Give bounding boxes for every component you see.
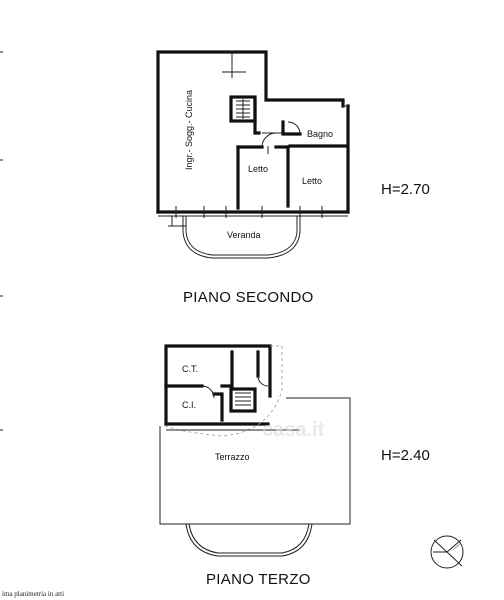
footer-note: ima planimetria in atti — [2, 590, 64, 598]
third-floor-height: H=2.40 — [381, 447, 430, 464]
second-floor-title: PIANO SECONDO — [183, 289, 314, 306]
margin-ticks — [0, 51, 3, 431]
room-label-ct: C.T. — [182, 364, 198, 374]
room-label-letto-1: Letto — [248, 164, 268, 174]
watermark-text: casa.it — [262, 419, 325, 441]
room-label-terrazzo: Terrazzo — [215, 452, 250, 462]
room-label-ci: C.I. — [182, 400, 196, 410]
third-floor-plan — [159, 344, 351, 557]
second-floor-height: H=2.70 — [381, 181, 430, 198]
second-floor-plan — [156, 50, 350, 259]
room-label-letto-2: Letto — [302, 176, 322, 186]
room-label-bagno: Bagno — [307, 129, 333, 139]
compass-icon — [430, 535, 464, 569]
room-label-ingresso: Ingr.- Sogg.- Cucina — [184, 90, 194, 170]
third-floor-title: PIANO TERZO — [206, 571, 311, 588]
room-label-veranda: Veranda — [227, 230, 261, 240]
